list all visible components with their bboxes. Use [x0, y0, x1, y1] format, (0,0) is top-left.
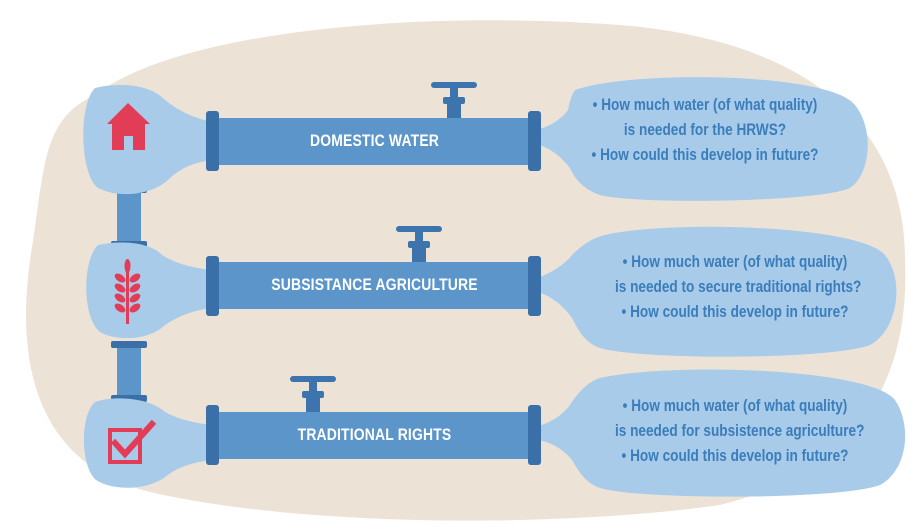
bubble-line: • How much water (of what quality) [592, 95, 818, 114]
house-icon [107, 103, 150, 150]
wheat-icon [114, 259, 141, 324]
pipe-domestic [206, 111, 541, 171]
bubble-line: • How could this develop in future? [591, 145, 819, 164]
valve-icon-domestic [431, 82, 477, 118]
icon-blob-wheat [86, 242, 212, 339]
bubble-rights [538, 369, 906, 497]
bubble-line: • How could this develop in future? [621, 302, 849, 321]
icon-blob-checkbox [83, 398, 212, 488]
bubble-domestic [536, 77, 868, 201]
icon-blob-house [83, 84, 213, 195]
bubble-line: • How could this develop in future? [621, 446, 849, 465]
pipe-label-agriculture: SUBSISTANCE AGRICULTURE [271, 275, 478, 294]
bubble-line: is needed for the HRWS? [623, 120, 787, 139]
pipe-rights [206, 405, 541, 465]
bubble-agriculture [538, 226, 897, 357]
checkbox-icon [108, 419, 157, 464]
bubble-line: is needed to secure traditional rights? [615, 277, 862, 296]
valve-icon-agriculture [396, 226, 442, 262]
valve-icon-rights [290, 376, 336, 412]
pipe-agriculture [206, 256, 541, 316]
pipe-label-rights: TRADITIONAL RIGHTS [297, 425, 452, 444]
bubble-line: • How much water (of what quality) [622, 396, 848, 415]
bubble-text-domestic: • How much water (of what quality) is ne… [589, 92, 821, 167]
pipe-label-domestic: DOMESTIC WATER [309, 131, 440, 150]
bubble-text-agriculture: • How much water (of what quality) is ne… [615, 249, 862, 324]
bubble-line: is needed for subsistence agriculture? [615, 421, 865, 440]
bubble-text-rights: • How much water (of what quality) is ne… [615, 393, 865, 468]
bubble-line: • How much water (of what quality) [622, 252, 848, 271]
